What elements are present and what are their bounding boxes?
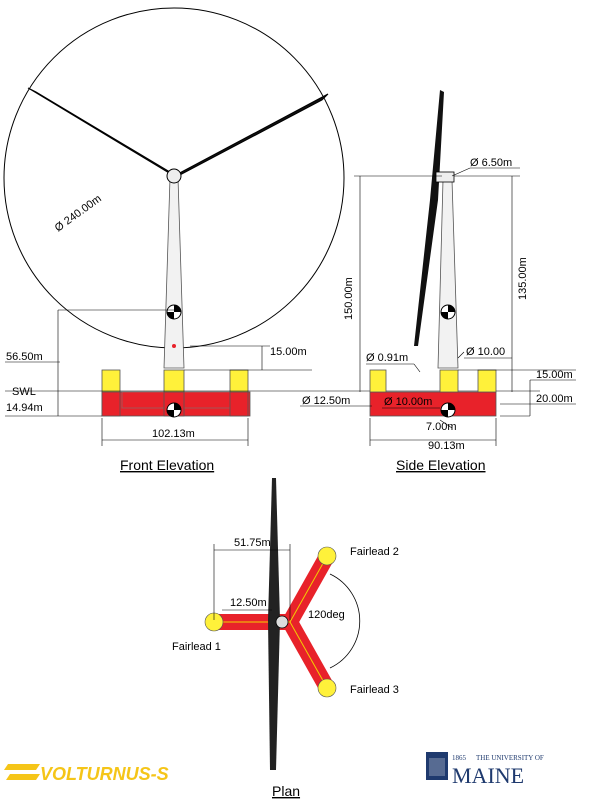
plan-hub bbox=[275, 615, 289, 629]
rotor-diameter-label: Ø 240.00m bbox=[53, 193, 104, 235]
side-column-center-yellow bbox=[439, 369, 459, 393]
fairlead-2-label: Fairlead 2 bbox=[350, 546, 399, 558]
side-draft-label: 20.00m bbox=[536, 393, 573, 405]
hub bbox=[166, 168, 182, 184]
front-column-center-yellow bbox=[163, 369, 185, 393]
side-outer-column-dia-label: Ø 12.50m bbox=[302, 395, 350, 407]
plan-angle-label: 120deg bbox=[308, 609, 345, 621]
front-column-left-yellow bbox=[101, 369, 121, 393]
umaine-big-text: MAINE bbox=[452, 763, 524, 788]
side-elevation-title: Side Elevation bbox=[396, 457, 486, 473]
umaine-shield-icon bbox=[426, 752, 448, 780]
front-draft-label: 14.94m bbox=[6, 402, 43, 414]
blade-right bbox=[173, 93, 329, 177]
plan-arm-length-label: 51.75m bbox=[234, 537, 271, 549]
side-tower bbox=[437, 179, 459, 369]
side-nacelle bbox=[435, 171, 455, 183]
side-cog-marker-top bbox=[440, 304, 456, 320]
plan-column-dia-label: 12.50m bbox=[230, 597, 267, 609]
cog-marker-bottom bbox=[166, 402, 182, 418]
front-hub-dim-label: 56.50m bbox=[6, 351, 43, 363]
volturnus-logo: VOLTURNUS-S bbox=[4, 764, 169, 784]
front-elevation-title: Front Elevation bbox=[120, 457, 214, 473]
blade-left bbox=[27, 87, 175, 177]
front-tower bbox=[163, 177, 185, 369]
side-hub-height-label: 135.00m bbox=[517, 257, 529, 300]
umaine-small-text: THE UNIVERSITY OF bbox=[476, 754, 544, 762]
volturnus-logo-text: VOLTURNUS-S bbox=[40, 764, 169, 784]
side-small-column-dia-label: Ø 0.91m bbox=[366, 352, 408, 364]
side-width-label: 90.13m bbox=[428, 440, 465, 452]
front-column-left-red bbox=[101, 391, 121, 417]
front-freeboard-label: 15.00m bbox=[270, 346, 307, 358]
plan-view: 51.75m 12.50m 120deg Fairlead 1 Fairlead… bbox=[172, 478, 399, 799]
plan-title: Plan bbox=[272, 783, 300, 799]
front-column-right-yellow bbox=[229, 369, 249, 393]
side-pontoon-height-label: 7.00m bbox=[426, 421, 457, 433]
side-freeboard-label: 15.00m bbox=[536, 369, 573, 381]
umaine-logo: 1865 THE UNIVERSITY OF MAINE bbox=[426, 752, 544, 788]
side-pontoon bbox=[369, 391, 497, 417]
side-column-right-yellow bbox=[477, 369, 497, 393]
cog-marker-top bbox=[166, 304, 182, 320]
plan-column-fairlead2 bbox=[317, 546, 337, 566]
fairlead-3-label: Fairlead 3 bbox=[350, 684, 399, 696]
red-dot bbox=[172, 344, 176, 348]
side-column-left-yellow bbox=[369, 369, 387, 393]
plan-column-fairlead3 bbox=[317, 678, 337, 698]
front-elevation: 56.50m 15.00m SWL 14.94m 102.13m Ø 240.0… bbox=[3, 7, 540, 473]
side-cog-marker-bottom bbox=[440, 402, 456, 418]
side-tower-top-dia-label: Ø 6.50m bbox=[470, 157, 512, 169]
fairlead-1-label: Fairlead 1 bbox=[172, 641, 221, 653]
side-tower-height-label: 150.00m bbox=[343, 277, 355, 320]
front-column-right-red bbox=[229, 391, 249, 417]
side-blade bbox=[414, 90, 444, 346]
umaine-year: 1865 bbox=[452, 754, 467, 762]
side-center-column-dia-label: Ø 10.00m bbox=[384, 396, 432, 408]
side-elevation: 150.00m 135.00m Ø 6.50m Ø 0.91m Ø 10.00 … bbox=[300, 90, 576, 473]
plan-angle-arc bbox=[329, 573, 361, 669]
plan-blade bbox=[268, 478, 280, 770]
swl-label: SWL bbox=[12, 386, 36, 398]
front-width-label: 102.13m bbox=[152, 428, 195, 440]
side-tower-base-dia-label: Ø 10.00 bbox=[466, 346, 505, 358]
